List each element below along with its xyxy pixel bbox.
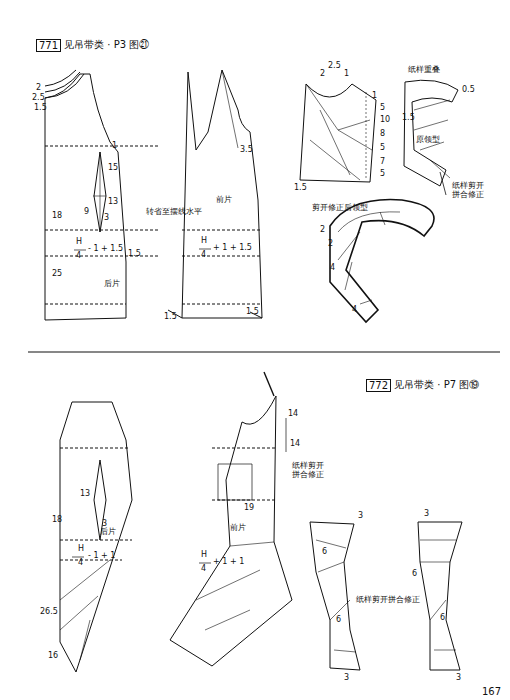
dimension-label: 3 (424, 510, 429, 519)
dimension-label: 3.5 (240, 146, 253, 155)
figure-heading: 见吊带类 · P3 图㉑ (64, 38, 149, 52)
dimension-label: 0.5 (462, 86, 475, 95)
section-header: 772见吊带类 · P7 图⑲ (366, 378, 479, 392)
part-note: 前片 (230, 524, 246, 533)
dimension-label: 2 (320, 226, 325, 235)
dimension-label: 3 (456, 674, 461, 683)
dimension-label: 4 (201, 565, 206, 574)
dimension-label: 7 (380, 158, 385, 167)
part-note: 纸样剪开拼合修正 (452, 182, 486, 200)
dimension-label: 1.5 (164, 313, 177, 322)
dimension-label: 3 (344, 674, 349, 683)
dimension-label: 13 (108, 198, 118, 207)
dimension-label: 167 (482, 686, 501, 697)
dimension-label: 2.5 (328, 62, 341, 71)
dimension-label: 6 (322, 548, 327, 557)
part-note: 纸样重叠 (408, 66, 440, 75)
dimension-label: 6 (440, 614, 445, 623)
dimension-label: 1.5 (34, 104, 47, 113)
dimension-label: 2 (320, 70, 325, 79)
dimension-label: - 1 + 1.5 (88, 245, 123, 254)
dimension-label: 1.5 (128, 250, 141, 259)
dimension-label: 5 (380, 170, 385, 179)
dimension-label: 1 (372, 92, 377, 101)
dimension-label: 14 (288, 410, 298, 419)
dimension-label: + 1 + 1 (213, 558, 244, 567)
dimension-label: 18 (52, 212, 62, 221)
dimension-label: 2 (328, 240, 333, 249)
dimension-label: 5 (380, 144, 385, 153)
figure-heading: 见吊带类 · P7 图⑲ (394, 378, 479, 392)
part-note: 剪开修正后领型 (312, 204, 368, 213)
dimension-label: 1.5 (402, 114, 415, 123)
part-note: 前片 (216, 196, 232, 205)
dimension-label: 1.5 (294, 184, 307, 193)
dimension-label: 10 (380, 116, 390, 125)
part-note: 原领型 (416, 136, 440, 145)
figure-number: 772 (366, 379, 391, 392)
dimension-label: 25 (52, 270, 62, 279)
dimension-label: 1 (344, 70, 349, 79)
dimension-label: 18 (52, 516, 62, 525)
dimension-label: 14 (290, 440, 300, 449)
part-note: 转省至摆线水平 (146, 208, 202, 217)
dimension-label: 16 (48, 652, 58, 661)
dimension-label: H (201, 551, 207, 560)
dimension-label: 2 (36, 84, 41, 93)
dimension-label: H (76, 238, 82, 247)
dimension-label: 6 (336, 616, 341, 625)
dimension-label: 19 (244, 504, 254, 513)
dimension-label: 3 (358, 512, 363, 521)
dimension-label: 4 (352, 306, 357, 315)
dimension-label: H (78, 545, 84, 554)
part-note: 纸样剪开拼合修正 (292, 462, 326, 480)
dimension-label: 4 (78, 559, 83, 568)
part-note: 后片 (100, 528, 116, 537)
dimension-label: 4 (330, 264, 335, 273)
dimension-label: - 1 + 1 (88, 552, 115, 561)
section-header: 771见吊带类 · P3 图㉑ (36, 38, 149, 52)
dimension-label: 5 (380, 104, 385, 113)
dimension-label: 26.5 (40, 608, 58, 617)
dimension-label: 1.5 (246, 308, 259, 317)
dimension-label: 3 (104, 214, 109, 223)
dimension-label: 4 (76, 252, 81, 261)
part-note: 后片 (104, 280, 120, 289)
dimension-label: 13 (80, 490, 90, 499)
dimension-label: 1 (112, 142, 117, 151)
dimension-label: 15 (108, 164, 118, 173)
dimension-label: 8 (380, 130, 385, 139)
part-note: 纸样剪开拼合修正 (356, 596, 420, 605)
dimension-label: 9 (84, 208, 89, 217)
dimension-label: + 1 + 1.5 (213, 244, 252, 253)
figure-number: 771 (36, 39, 61, 52)
dimension-label: 2.5 (32, 94, 45, 103)
dimension-label: 4 (201, 251, 206, 260)
dimension-label: H (201, 237, 207, 246)
dimension-label: 6 (412, 570, 417, 579)
